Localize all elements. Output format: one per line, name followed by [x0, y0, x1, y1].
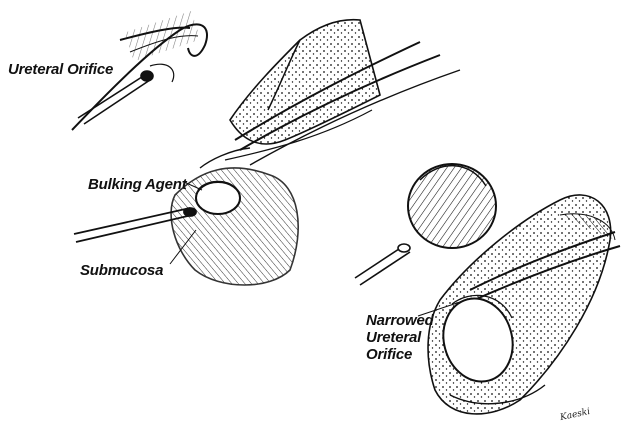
label-narrowed-line2: Ureteral: [366, 329, 434, 346]
label-narrowed-line1: Narrowed: [366, 312, 434, 329]
label-ureteral-orifice: Ureteral Orifice: [8, 61, 113, 78]
label-bulking-agent: Bulking Agent: [88, 176, 187, 193]
bulking-agent-bolus: [196, 182, 240, 214]
side-needle: [355, 244, 410, 285]
label-narrowed-line3: Orifice: [366, 346, 434, 363]
label-submucosa: Submucosa: [80, 262, 163, 279]
label-narrowed-ureteral-orifice: Narrowed Ureteral Orifice: [366, 312, 434, 363]
upper-ureter-wall: [225, 20, 460, 165]
mucosal-bulge: [408, 164, 496, 248]
